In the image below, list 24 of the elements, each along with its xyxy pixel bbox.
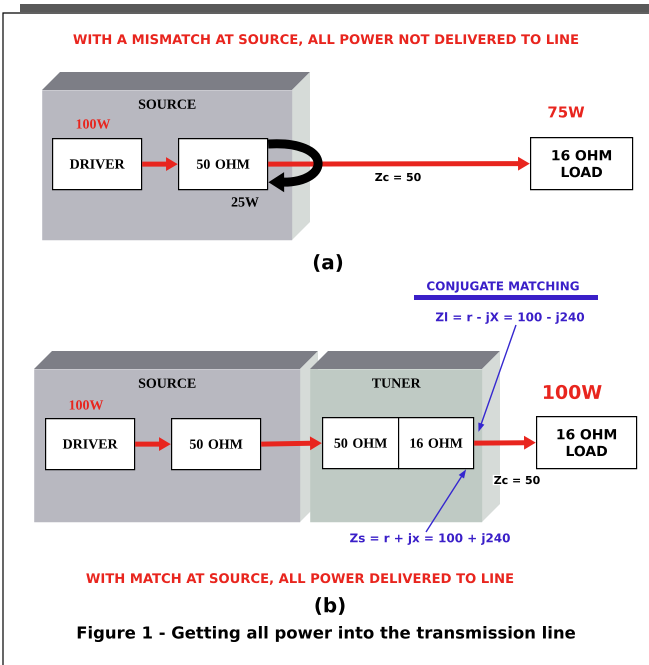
power-label: 100W [544, 384, 602, 400]
formula-text: Zl = r - jX = 100 - j240 [436, 312, 584, 324]
box: 16 OHM LOAD [536, 416, 638, 470]
power-label: 75W [548, 106, 584, 118]
panel-letter: (a) [314, 254, 342, 272]
edge-label: Zc = 50 [374, 172, 422, 182]
power-label: 100W [70, 400, 104, 410]
power-label: 100W [76, 119, 110, 129]
box: 50 OHM [178, 138, 268, 190]
box: 50 OHM [171, 418, 262, 470]
box: 16 OHM LOAD [530, 137, 634, 190]
box: 50 OHM [322, 417, 400, 470]
edge-label: Zc = 50 [492, 474, 542, 486]
box: 16 OHM [398, 417, 474, 470]
arrow [268, 139, 322, 192]
box: DRIVER [45, 418, 136, 470]
edge-label: 25W [230, 196, 260, 208]
heading: CONJUGATE MATCHING [427, 281, 579, 293]
caption: Figure 1 - Getting all power into the transmission line [78, 626, 575, 642]
headline: WITH A MISMATCH AT SOURCE, ALL POWER NOT DELIVERED TO LINE [73, 34, 578, 46]
headline: WITH MATCH AT SOURCE, ALL POWER DELIVERED TO LINE [86, 573, 514, 585]
formula-text: Zs = r + jx = 100 + j240 [350, 533, 510, 545]
panel-letter: (b) [315, 597, 345, 615]
box: DRIVER [52, 138, 142, 190]
